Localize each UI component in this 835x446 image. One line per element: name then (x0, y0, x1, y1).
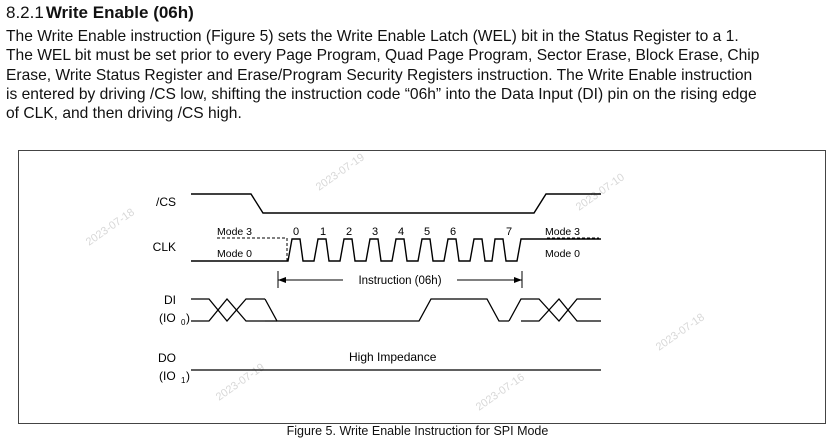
svg-text:2023-07-16: 2023-07-16 (474, 371, 527, 413)
body-paragraph: The Write Enable instruction (Figure 5) … (6, 27, 830, 123)
clock-numbers: 0 1 2 3 4 5 6 7 (293, 226, 512, 238)
svg-text:(IO: (IO (159, 311, 176, 325)
mode0-left: Mode 0 (217, 248, 252, 260)
svg-text:2023-07-18: 2023-07-18 (84, 206, 137, 248)
instruction-label: Instruction (06h) (358, 275, 441, 287)
paragraph-line: of CLK, and then driving /CS high. (6, 105, 242, 123)
section-number: 8.2.1 (6, 3, 44, 22)
clock-number: 3 (372, 226, 378, 238)
clock-number: 4 (398, 226, 404, 238)
svg-text:2023-07-18: 2023-07-18 (654, 311, 707, 353)
di-waveform (191, 297, 601, 323)
clock-number: 6 (450, 226, 456, 238)
mode3-right: Mode 3 (545, 226, 580, 238)
di-sub-label: (IO 0 ) (159, 311, 190, 327)
di-label: DI (164, 293, 176, 307)
do-label: DO (158, 351, 176, 365)
high-impedance-label: High Impedance (349, 350, 437, 364)
clock-number: 0 (293, 226, 299, 238)
clk-label: CLK (153, 240, 176, 254)
paragraph-line: The Write Enable instruction (Figure 5) … (6, 28, 739, 45)
timing-diagram: 2023-07-18 2023-07-19 2023-07-10 2023-07… (84, 151, 707, 413)
svg-text:(IO: (IO (159, 369, 176, 383)
clock-number: 2 (346, 226, 352, 238)
clock-number: 1 (320, 226, 326, 238)
mode3-left: Mode 3 (217, 226, 252, 238)
paragraph-line: is entered by driving /CS low, shifting … (6, 85, 757, 103)
clk-waveform (191, 238, 601, 262)
paragraph-line: The WEL bit must be set prior to every P… (6, 47, 760, 65)
clock-number: 5 (424, 226, 430, 238)
figure-caption: Figure 5. Write Enable Instruction for S… (286, 424, 549, 438)
svg-text:): ) (186, 311, 190, 325)
paragraph-line: Erase, Write Status Register and Erase/P… (6, 66, 753, 84)
do-sub-label: (IO 1 ) (159, 369, 190, 385)
section-title: Write Enable (06h) (45, 3, 194, 22)
clock-number: 7 (506, 226, 512, 238)
instruction-span: Instruction (06h) (277, 271, 523, 288)
svg-text:): ) (186, 369, 190, 383)
svg-text:0: 0 (181, 318, 186, 327)
svg-text:2023-07-19: 2023-07-19 (314, 151, 367, 193)
svg-text:1: 1 (181, 376, 186, 385)
svg-text:2023-07-10: 2023-07-10 (574, 171, 627, 213)
svg-text:2023-07-19: 2023-07-19 (214, 361, 267, 403)
mode0-right: Mode 0 (545, 248, 580, 260)
timing-diagram-frame: 2023-07-18 2023-07-19 2023-07-10 2023-07… (18, 150, 826, 424)
cs-label: /CS (156, 195, 176, 209)
cs-waveform (191, 193, 601, 214)
